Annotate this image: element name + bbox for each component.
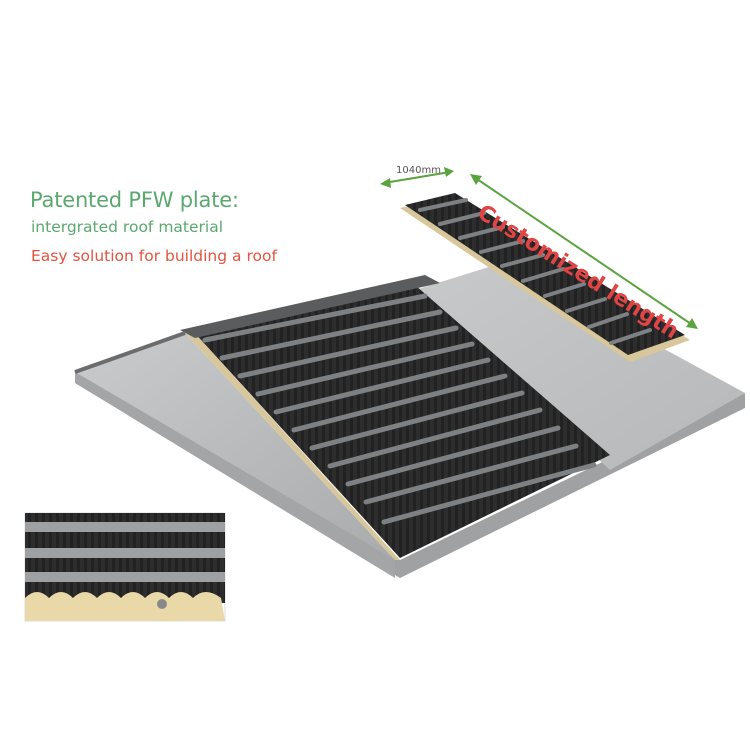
roof-front-edge bbox=[185, 330, 400, 560]
detail-inset bbox=[24, 512, 226, 622]
width-dimension-label: 1040mm bbox=[396, 165, 441, 176]
width-arrow-icon bbox=[380, 167, 454, 188]
subtitle-solution: Easy solution for building a roof bbox=[31, 247, 277, 265]
gable-wall bbox=[75, 333, 395, 560]
right-slope bbox=[415, 262, 745, 470]
gable-wall-lower bbox=[75, 372, 395, 578]
panel-exploded-ribs bbox=[418, 198, 652, 345]
headline: Patented PFW plate: bbox=[30, 188, 239, 212]
subtitle-material: intergrated roof material bbox=[31, 218, 224, 236]
length-arrow-icon bbox=[470, 174, 698, 329]
roof-ribs bbox=[202, 293, 597, 525]
roof-ridge bbox=[180, 275, 440, 338]
